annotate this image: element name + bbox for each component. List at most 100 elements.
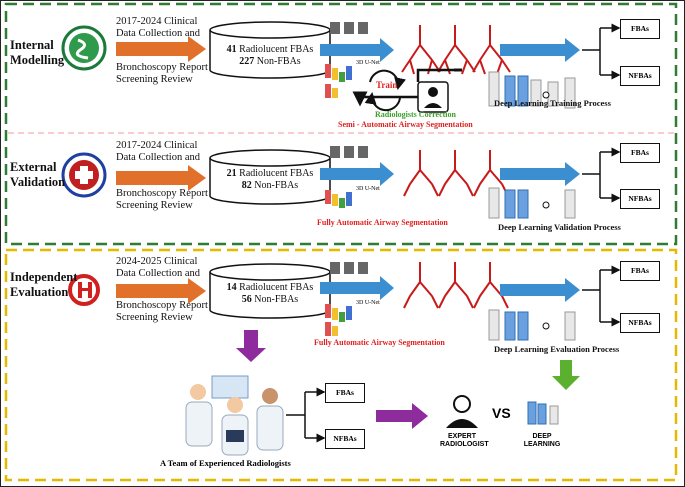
airway-trees-independent bbox=[403, 262, 509, 309]
collection-text-independent-top: 2024-2025 Clinical Data Collection and bbox=[116, 256, 200, 280]
fba-count: 14 bbox=[226, 282, 237, 293]
fba-text: Radiolucent FBAs bbox=[239, 282, 314, 293]
stage-label-external: External Validation bbox=[10, 160, 65, 190]
database-cylinder-independent bbox=[209, 263, 331, 319]
collection-line: Screening Review bbox=[116, 200, 193, 211]
network-diagram-internal bbox=[488, 71, 576, 109]
deep-learning-icon bbox=[527, 401, 559, 425]
network-diagram-independent bbox=[488, 309, 576, 341]
process-label-internal: Deep Learning Training Process bbox=[494, 98, 611, 108]
evaluation-section-border bbox=[4, 248, 678, 482]
train-cycle bbox=[364, 69, 406, 112]
output-box-fbas-independent: FBAs bbox=[620, 261, 660, 281]
hospital-logo-independent bbox=[68, 274, 100, 306]
nonfba-count: 82 bbox=[241, 180, 252, 191]
train-label: Train bbox=[376, 80, 398, 90]
output-box-nfbas-internal: NFBAs bbox=[620, 66, 660, 86]
blue-arrow-internal-2 bbox=[500, 38, 580, 62]
collection-line: 2017-2024 Clinical bbox=[116, 140, 198, 151]
hospital-logo-external bbox=[61, 152, 107, 198]
segmentation-label-independent: Fully Automatic Airway Segmentation bbox=[314, 338, 445, 347]
correction-loop-arrow bbox=[360, 68, 460, 104]
collection-line: Bronchoscopy Report bbox=[116, 62, 208, 73]
stage-title-line1: Independent bbox=[10, 270, 78, 284]
unet-label-internal: 3D U-Net bbox=[356, 60, 380, 66]
development-section-border bbox=[4, 2, 678, 246]
collection-line: Bronchoscopy Report bbox=[116, 188, 208, 199]
vs-label: VS bbox=[492, 405, 511, 421]
green-arrow-down bbox=[552, 360, 580, 390]
collection-text-independent-bottom: Bronchoscopy Report Screening Review bbox=[116, 300, 208, 324]
hospital-logo-internal bbox=[61, 25, 107, 71]
collection-line: 2017-2024 Clinical bbox=[116, 16, 198, 27]
output-box-nfbas-independent: NFBAs bbox=[620, 313, 660, 333]
output-box-nfbas-external: NFBAs bbox=[620, 189, 660, 209]
process-label-independent: Deep Learning Evaluation Process bbox=[494, 344, 620, 354]
airway-trees-external bbox=[403, 150, 509, 197]
nonfba-count: 227 bbox=[239, 56, 255, 67]
blue-arrow-internal-1 bbox=[320, 38, 394, 62]
output-bracket-internal bbox=[582, 23, 621, 80]
purple-arrow-down bbox=[236, 330, 266, 362]
radiologists-label: A Team of Experienced Radiologists bbox=[160, 458, 291, 468]
output-bracket-external bbox=[582, 147, 621, 203]
doctor-icon-internal bbox=[417, 81, 449, 113]
blue-arrow-external-2 bbox=[500, 162, 580, 186]
process-label-external: Deep Learning Validation Process bbox=[498, 222, 621, 232]
output-bracket-radiologists bbox=[286, 387, 326, 443]
output-box-fbas-external: FBAs bbox=[620, 143, 660, 163]
unet-model-independent bbox=[325, 304, 352, 336]
correction-label: Radiologists Correction bbox=[375, 110, 456, 119]
collection-text-internal-top: 2017-2024 Clinical Data Collection and bbox=[116, 16, 200, 40]
stage-title-line1: External bbox=[10, 160, 57, 174]
stage-title-line2: Validation bbox=[10, 175, 66, 189]
orange-arrow-independent bbox=[116, 278, 206, 304]
deep-learning-label: DEEP LEARNING bbox=[520, 433, 564, 449]
collection-text-external-top: 2017-2024 Clinical Data Collection and bbox=[116, 140, 200, 164]
nonfba-count: 56 bbox=[241, 294, 252, 305]
collection-line: Screening Review bbox=[116, 74, 193, 85]
stage-title-line2: Modelling bbox=[10, 53, 65, 67]
expert-line1: EXPERT bbox=[447, 433, 476, 440]
blue-arrow-independent-1 bbox=[320, 276, 394, 300]
radiologists-illustration bbox=[185, 375, 284, 456]
ct-volume-icons-independent bbox=[330, 262, 368, 274]
collection-line: Data Collection and bbox=[116, 152, 200, 163]
nonfba-text: Non-FBAs bbox=[256, 56, 301, 67]
nonfba-text: Non-FBAs bbox=[254, 294, 299, 305]
expert-line2: RADIOLOGIST bbox=[440, 441, 489, 448]
expert-radiologist-icon bbox=[446, 395, 478, 428]
unet-label-external: 3D U-Net bbox=[356, 186, 380, 192]
dataset-counts-internal: 41 Radiolucent FBAs 227 Non-FBAs bbox=[212, 44, 328, 68]
unet-model-external bbox=[325, 190, 352, 208]
collection-text-external-bottom: Bronchoscopy Report Screening Review bbox=[116, 188, 208, 212]
collection-text-internal-bottom: Bronchoscopy Report Screening Review bbox=[116, 62, 208, 86]
purple-arrow-right bbox=[376, 403, 428, 429]
output-bracket-independent bbox=[582, 265, 621, 327]
dataset-counts-independent: 14 Radiolucent FBAs 56 Non-FBAs bbox=[212, 282, 328, 306]
segmentation-label-internal: Semi - Automatic Airway Segmentation bbox=[338, 120, 473, 129]
output-box-fbas-internal: FBAs bbox=[620, 19, 660, 39]
unet-model-internal bbox=[325, 64, 352, 98]
fba-text: Radiolucent FBAs bbox=[239, 168, 314, 179]
output-box-fbas-radiologists: FBAs bbox=[325, 383, 365, 403]
collection-line: 2024-2025 Clinical bbox=[116, 256, 198, 267]
collection-line: Screening Review bbox=[116, 312, 193, 323]
blue-arrow-independent-2 bbox=[500, 278, 580, 302]
fba-text: Radiolucent FBAs bbox=[239, 44, 314, 55]
stage-label-independent: Independent Evaluation bbox=[10, 270, 77, 300]
network-diagram-external bbox=[488, 187, 576, 219]
collection-line: Data Collection and bbox=[116, 28, 200, 39]
output-box-nfbas-radiologists: NFBAs bbox=[325, 429, 365, 449]
database-cylinder-external bbox=[209, 149, 331, 205]
orange-arrow-external bbox=[116, 165, 206, 191]
expert-radiologist-label: EXPERT RADIOLOGIST bbox=[440, 433, 489, 449]
dl-line2: LEARNING bbox=[523, 441, 561, 448]
collection-line: Bronchoscopy Report bbox=[116, 300, 208, 311]
orange-arrow-internal bbox=[116, 36, 206, 62]
ct-volume-icons-internal bbox=[330, 22, 368, 34]
unet-label-independent: 3D U-Net bbox=[356, 300, 380, 306]
stage-title-line1: Internal bbox=[10, 38, 54, 52]
stage-title-line2: Evaluation bbox=[10, 285, 69, 299]
